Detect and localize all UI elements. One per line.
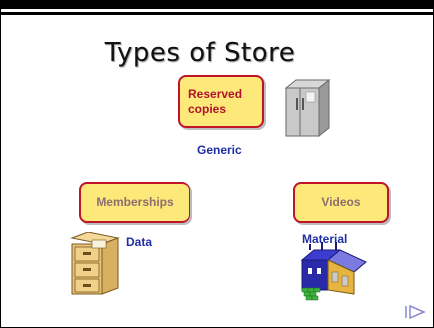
generic-label: Generic	[197, 143, 242, 157]
slide-title: Types of Store	[104, 38, 296, 68]
next-slide-icon[interactable]	[404, 304, 426, 320]
refrigerator-icon	[284, 78, 331, 138]
reserved-copies-line1: Reserved	[188, 86, 243, 101]
reserved-copies-line2: copies	[188, 101, 227, 116]
warehouse-icon	[300, 242, 367, 301]
reserved-copies-box: Reserved copies	[178, 75, 264, 128]
top-bar	[0, 0, 434, 9]
memberships-box: Memberships	[79, 182, 190, 223]
videos-box: Videos	[293, 182, 389, 223]
top-rule	[0, 12, 434, 15]
data-label: Data	[126, 235, 153, 249]
filing-cabinet-icon	[70, 232, 120, 295]
